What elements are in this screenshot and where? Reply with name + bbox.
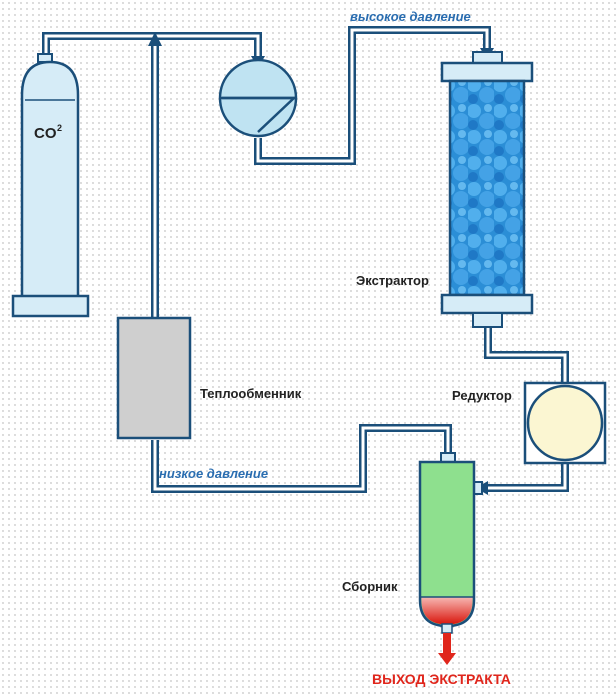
collector-label: Сборник bbox=[342, 579, 398, 594]
extractor-label: Экстрактор bbox=[356, 273, 429, 288]
heat-exchanger-label: Теплообменник bbox=[200, 386, 302, 401]
pump bbox=[218, 58, 298, 138]
arrow-down-icon bbox=[438, 653, 456, 665]
extract-output-label: ВЫХОД ЭКСТРАКТА bbox=[372, 671, 511, 687]
low-pressure-label: низкое давление bbox=[159, 466, 268, 481]
heat-exchanger: Теплообменник bbox=[116, 316, 302, 440]
reducer-label: Редуктор bbox=[452, 388, 512, 403]
pipes bbox=[42, 26, 569, 493]
co2-cylinder: CO 2 bbox=[11, 53, 90, 318]
co2-subscript: 2 bbox=[57, 123, 62, 133]
co2-label: CO bbox=[34, 125, 57, 142]
arrow-up-icon bbox=[148, 32, 162, 46]
reducer: Редуктор bbox=[452, 381, 607, 465]
high-pressure-label: высокое давление bbox=[350, 9, 471, 24]
collector: Сборник bbox=[342, 452, 483, 665]
extractor: Экстрактор bbox=[356, 51, 534, 328]
